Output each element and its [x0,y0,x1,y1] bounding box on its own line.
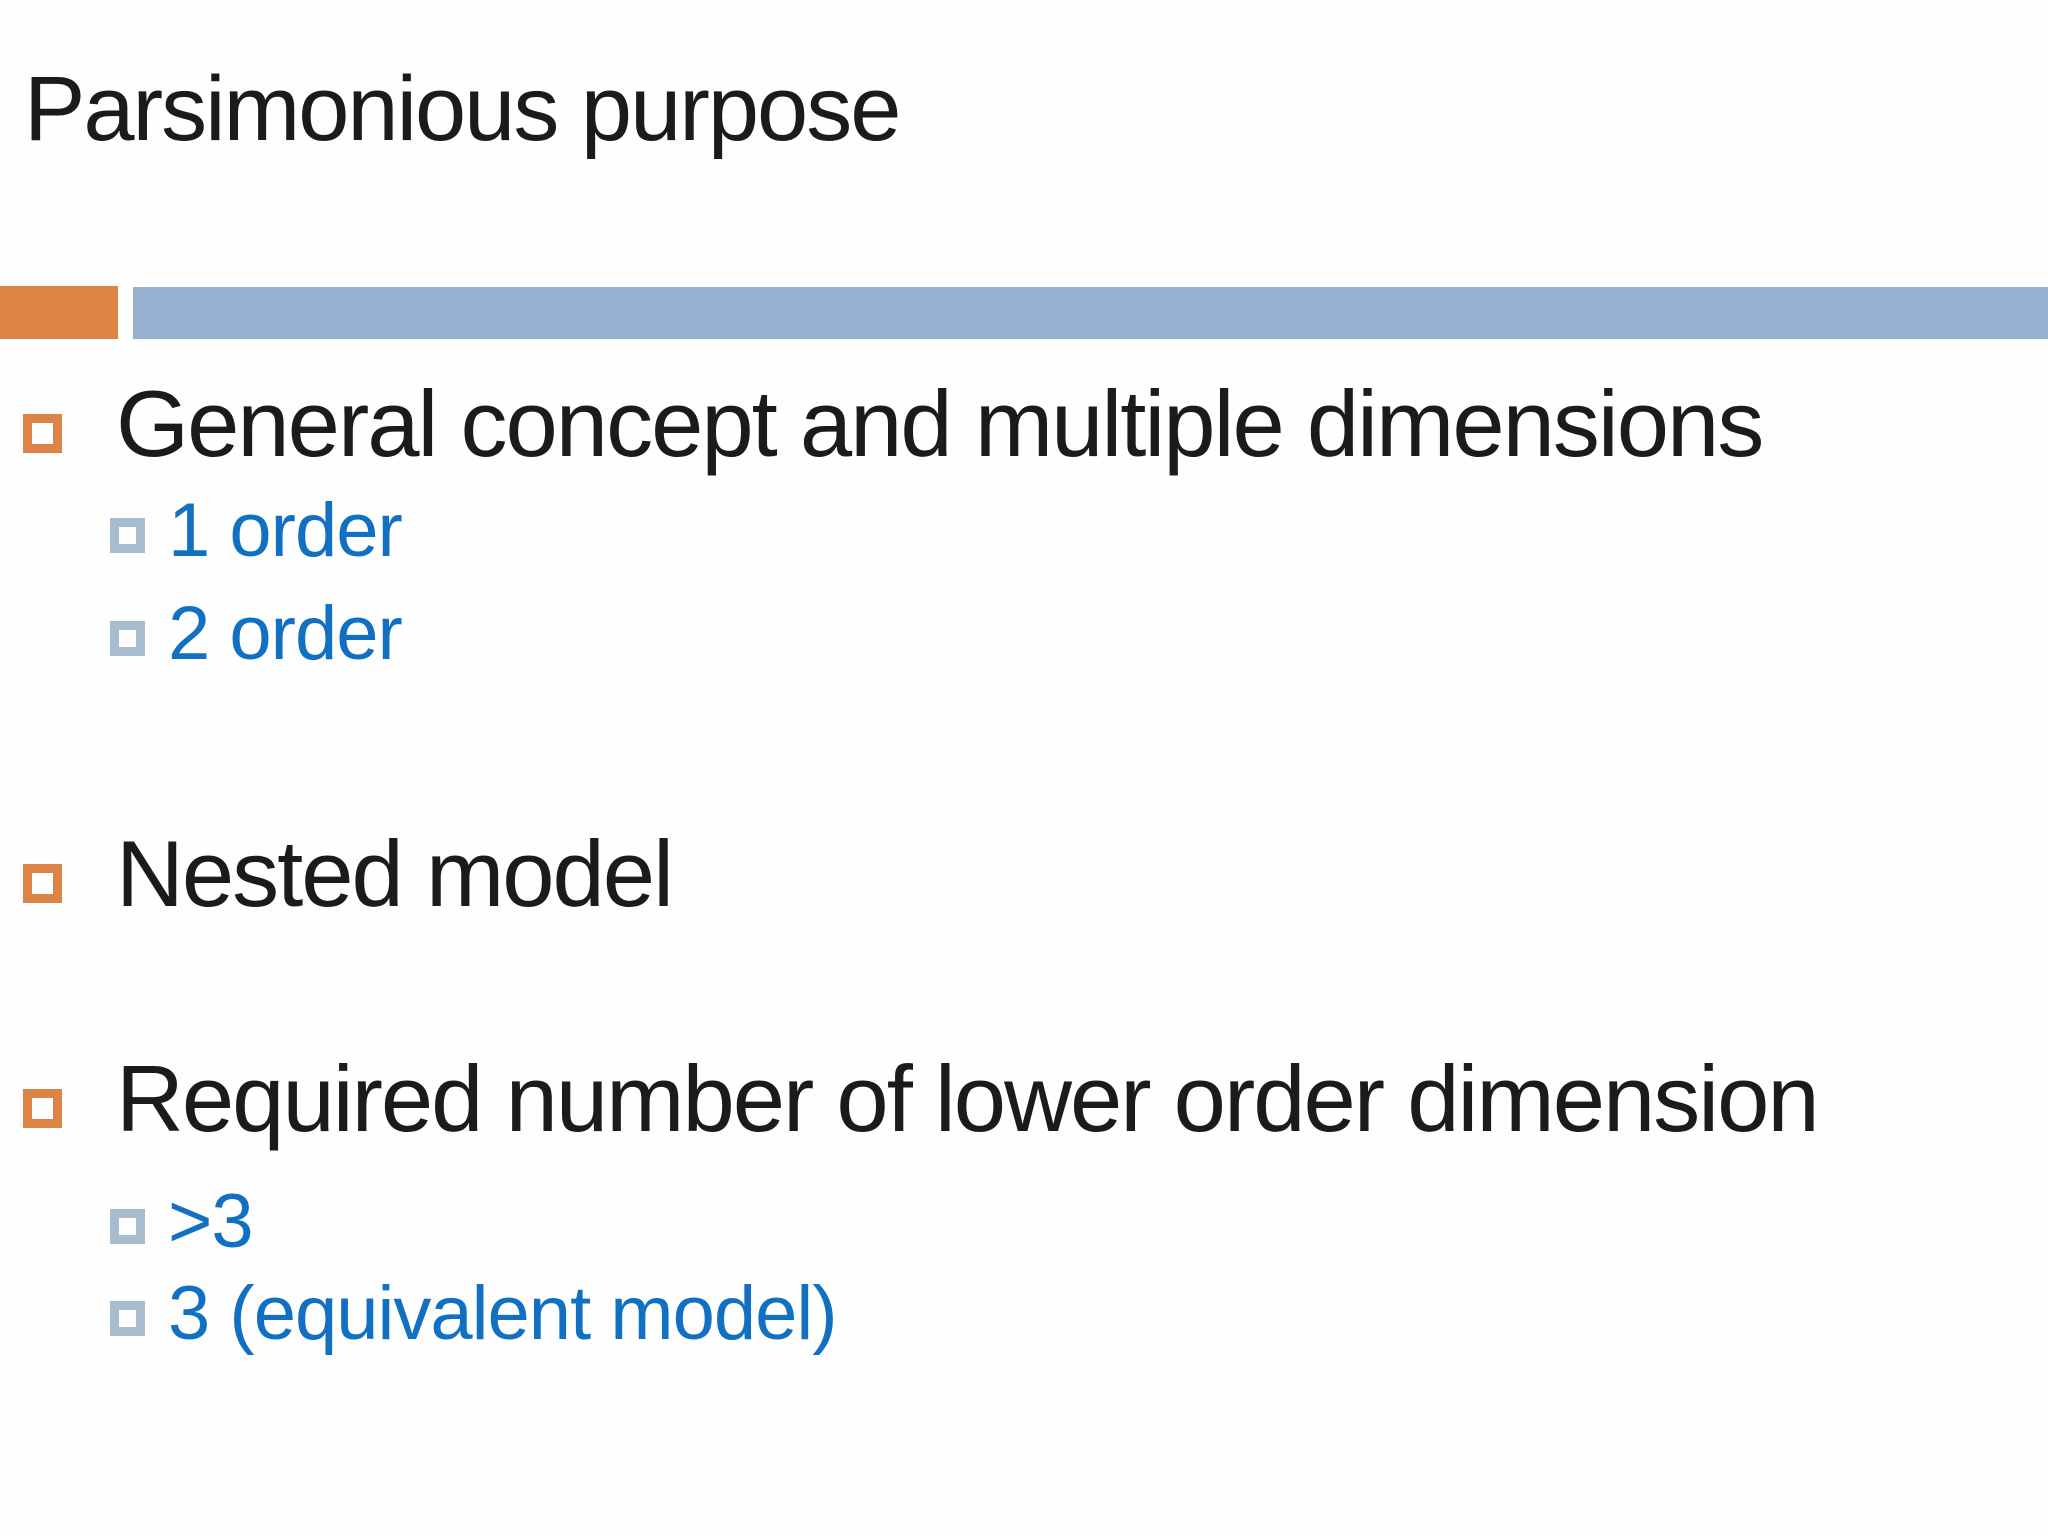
bullet-item-level2: 1 order [23,485,403,576]
slide-title: Parsimonious purpose [24,58,901,160]
bullet-item-level2: 3 (equivalent model) [23,1268,838,1359]
bullet-item-level1: Nested model [23,818,674,931]
blue-square-bullet-icon [110,621,145,656]
bullet-item-level1: General concept and multiple dimensions [23,368,1764,481]
accent-bar-blue-segment [133,287,2048,339]
bullet-item-level2: 2 order [23,588,403,679]
orange-square-bullet-icon [23,1089,62,1128]
blue-square-bullet-icon [110,518,145,553]
blue-square-bullet-icon [110,1209,145,1244]
bullet-text: Required number of lower order dimension [116,1046,1820,1151]
bullet-text: 1 order [168,488,403,573]
bullet-text: 2 order [168,591,403,676]
bullet-item-level1: Required number of lower order dimension [23,1043,1820,1156]
bullet-text: 3 (equivalent model) [168,1271,838,1356]
bullet-text: Nested model [116,821,674,926]
bullet-text: General concept and multiple dimensions [116,371,1764,476]
bullet-text: >3 [168,1179,254,1264]
orange-square-bullet-icon [23,864,62,903]
accent-bar-orange-segment [0,286,118,339]
blue-square-bullet-icon [110,1301,145,1336]
orange-square-bullet-icon [23,414,62,453]
bullet-item-level2: >3 [23,1176,254,1267]
